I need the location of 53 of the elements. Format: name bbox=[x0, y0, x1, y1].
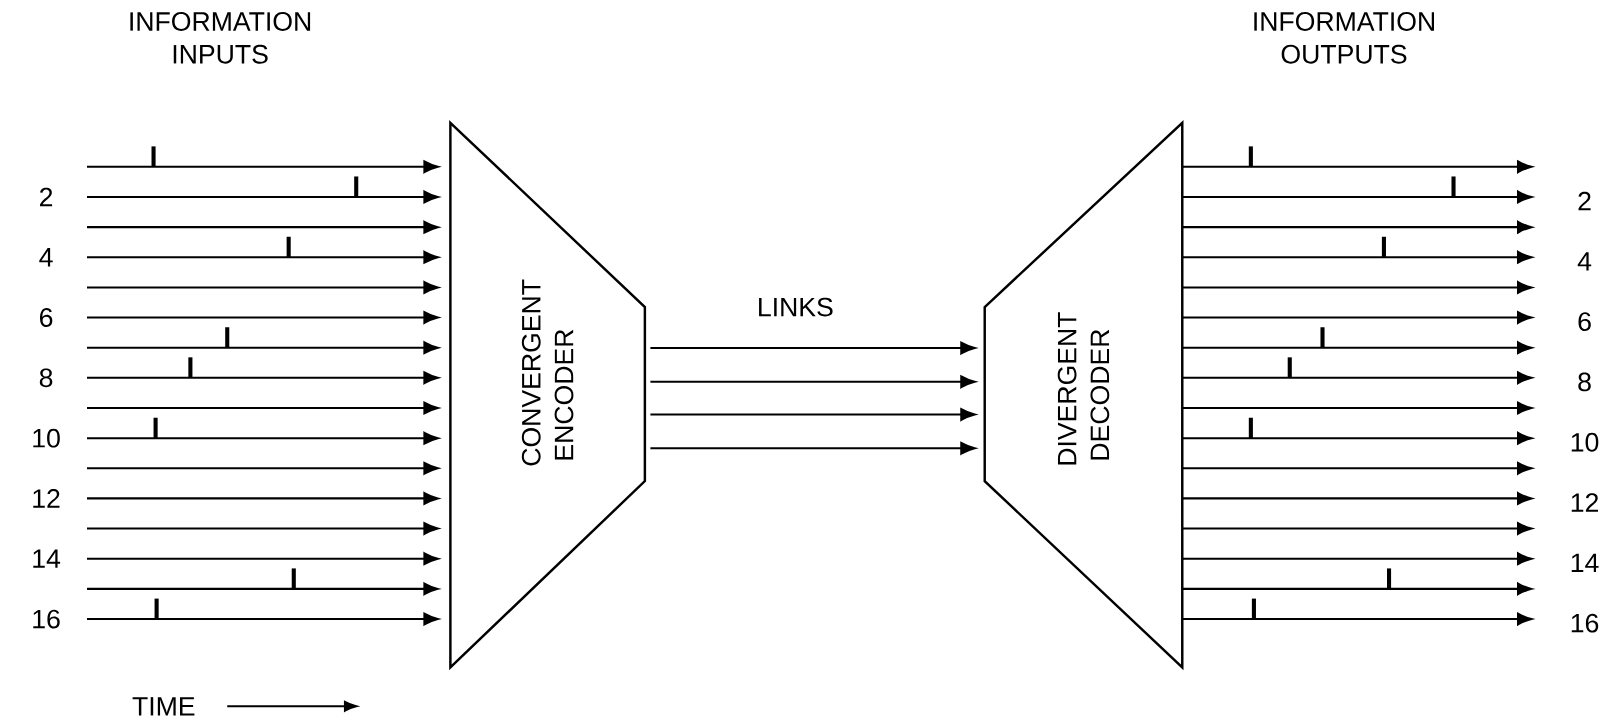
arrow bbox=[650, 341, 976, 355]
arrow bbox=[1182, 160, 1533, 174]
label: 4 bbox=[39, 248, 53, 267]
label: 4 bbox=[1577, 252, 1592, 271]
arrow bbox=[87, 220, 439, 234]
label: 2 bbox=[40, 187, 53, 207]
arrow bbox=[1182, 462, 1533, 475]
label: 8 bbox=[39, 368, 53, 388]
arrow bbox=[87, 251, 439, 264]
arrow bbox=[87, 582, 439, 596]
arrow bbox=[1182, 281, 1533, 294]
label: 10 bbox=[1571, 433, 1599, 452]
label: LINKS bbox=[759, 297, 833, 317]
arrow bbox=[650, 375, 976, 389]
arrow bbox=[1182, 582, 1533, 596]
arrow bbox=[1182, 492, 1533, 505]
arrow bbox=[87, 492, 439, 505]
label: 12 bbox=[1571, 493, 1598, 512]
arrow bbox=[1182, 311, 1533, 325]
arrow bbox=[87, 612, 439, 626]
arrow bbox=[87, 432, 439, 445]
label: 12 bbox=[33, 489, 60, 508]
label: 14 bbox=[33, 549, 61, 568]
arrow bbox=[1182, 522, 1533, 536]
label: 8 bbox=[1578, 372, 1591, 392]
arrow bbox=[87, 190, 439, 204]
label: TIME bbox=[132, 697, 195, 716]
arrow bbox=[87, 341, 439, 355]
arrow bbox=[1182, 251, 1533, 264]
label: 14 bbox=[1571, 553, 1599, 573]
arrow bbox=[650, 442, 976, 455]
arrow bbox=[1182, 432, 1533, 445]
arrow bbox=[1182, 190, 1533, 204]
arrow bbox=[1182, 401, 1533, 415]
label: 2 bbox=[1578, 191, 1591, 211]
label: 10 bbox=[33, 428, 60, 448]
arrow bbox=[1182, 371, 1533, 385]
arrow bbox=[1182, 220, 1533, 234]
arrow bbox=[87, 552, 439, 566]
arrow bbox=[87, 401, 439, 415]
arrow bbox=[1182, 341, 1533, 355]
label: 6 bbox=[1578, 312, 1591, 332]
arrow bbox=[1182, 612, 1533, 626]
arrow bbox=[87, 371, 439, 385]
arrow bbox=[87, 160, 439, 174]
arrow bbox=[1182, 552, 1533, 566]
decoder-trapezoid: DIVERGENT DECODER bbox=[983, 120, 1184, 671]
label: 16 bbox=[33, 609, 60, 629]
heading: INFORMATION INPUTS bbox=[130, 12, 311, 64]
label: 6 bbox=[40, 308, 53, 328]
heading: INFORMATION OUTPUTS bbox=[1254, 12, 1434, 64]
arrow bbox=[87, 462, 439, 475]
label: 16 bbox=[1571, 613, 1599, 633]
